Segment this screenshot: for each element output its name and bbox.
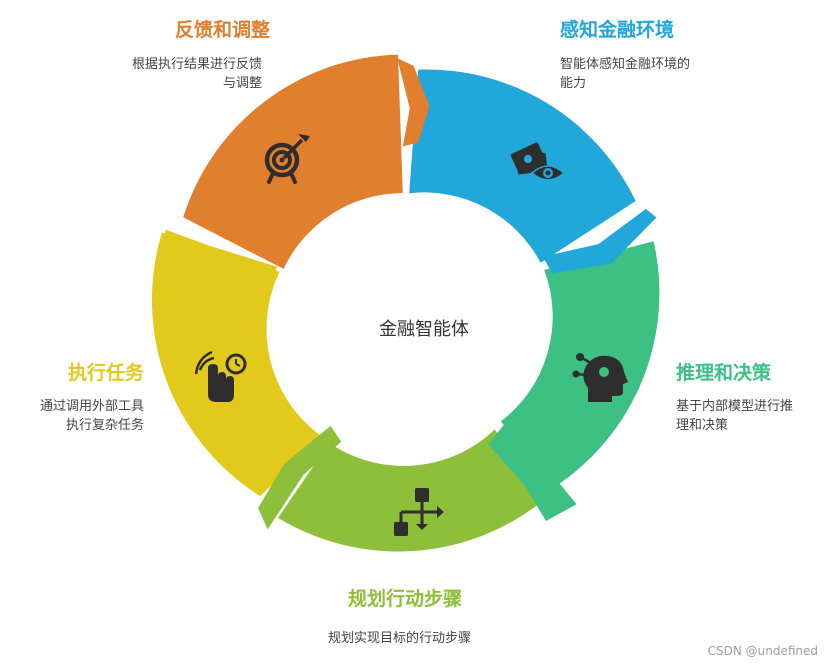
ring-segment-reason: [500, 241, 660, 489]
ring-segment-feedback: [183, 54, 403, 269]
stage-title-perceive: 感知金融环境: [560, 19, 675, 41]
stage-desc-plan: 规划实现目标的行动步骤: [328, 629, 471, 648]
stage-title-execute: 执行任务: [67, 362, 144, 384]
stage-title-reason: 推理和决策: [676, 362, 772, 384]
ring-segment-plan: [278, 429, 542, 552]
stage-desc-feedback: 根据执行结果进行反馈 与调整: [132, 55, 262, 93]
ring-chevron-execute-feedback: [161, 229, 277, 284]
target-icon: [264, 134, 310, 184]
eye-cash-icon: [510, 142, 566, 181]
watermark: CSDN @undefined: [707, 644, 818, 658]
hand-timer-icon: [194, 350, 247, 402]
stage-desc-line: 智能体感知金融环境的: [560, 57, 691, 72]
head-brain-icon: [572, 353, 628, 402]
stage-desc-reason: 基于内部模型进行推 理和决策: [676, 397, 793, 435]
stage-desc-line: 通过调用外部工具: [39, 399, 144, 414]
stage-desc-line: 执行复杂任务: [65, 418, 144, 433]
stage-desc-execute: 通过调用外部工具 执行复杂任务: [40, 397, 144, 435]
center-label: 金融智能体: [379, 319, 469, 340]
stage-title-plan: 规划行动步骤: [348, 588, 463, 610]
stage-desc-line: 规划实现目标的行动步骤: [328, 631, 472, 646]
stage-desc-line: 基于内部模型进行推: [676, 399, 794, 414]
flowchart-icon: [394, 488, 444, 536]
stage-desc-line: 与调整: [222, 76, 262, 91]
stage-desc-line: 能力: [560, 76, 587, 91]
ring-chevron-perceive-reason: [542, 208, 657, 274]
ring-chevron-reason-plan: [488, 421, 577, 521]
ring-chevron-plan-execute: [258, 425, 342, 530]
ring-chevron-feedback-perceive: [397, 58, 430, 147]
stage-desc-line: 理和决策: [676, 418, 729, 433]
stage-desc-line: 根据执行结果进行反馈: [131, 57, 262, 72]
stage-desc-perceive: 智能体感知金融环境的 能力: [560, 55, 690, 93]
stage-title-feedback: 反馈和调整: [174, 19, 270, 41]
